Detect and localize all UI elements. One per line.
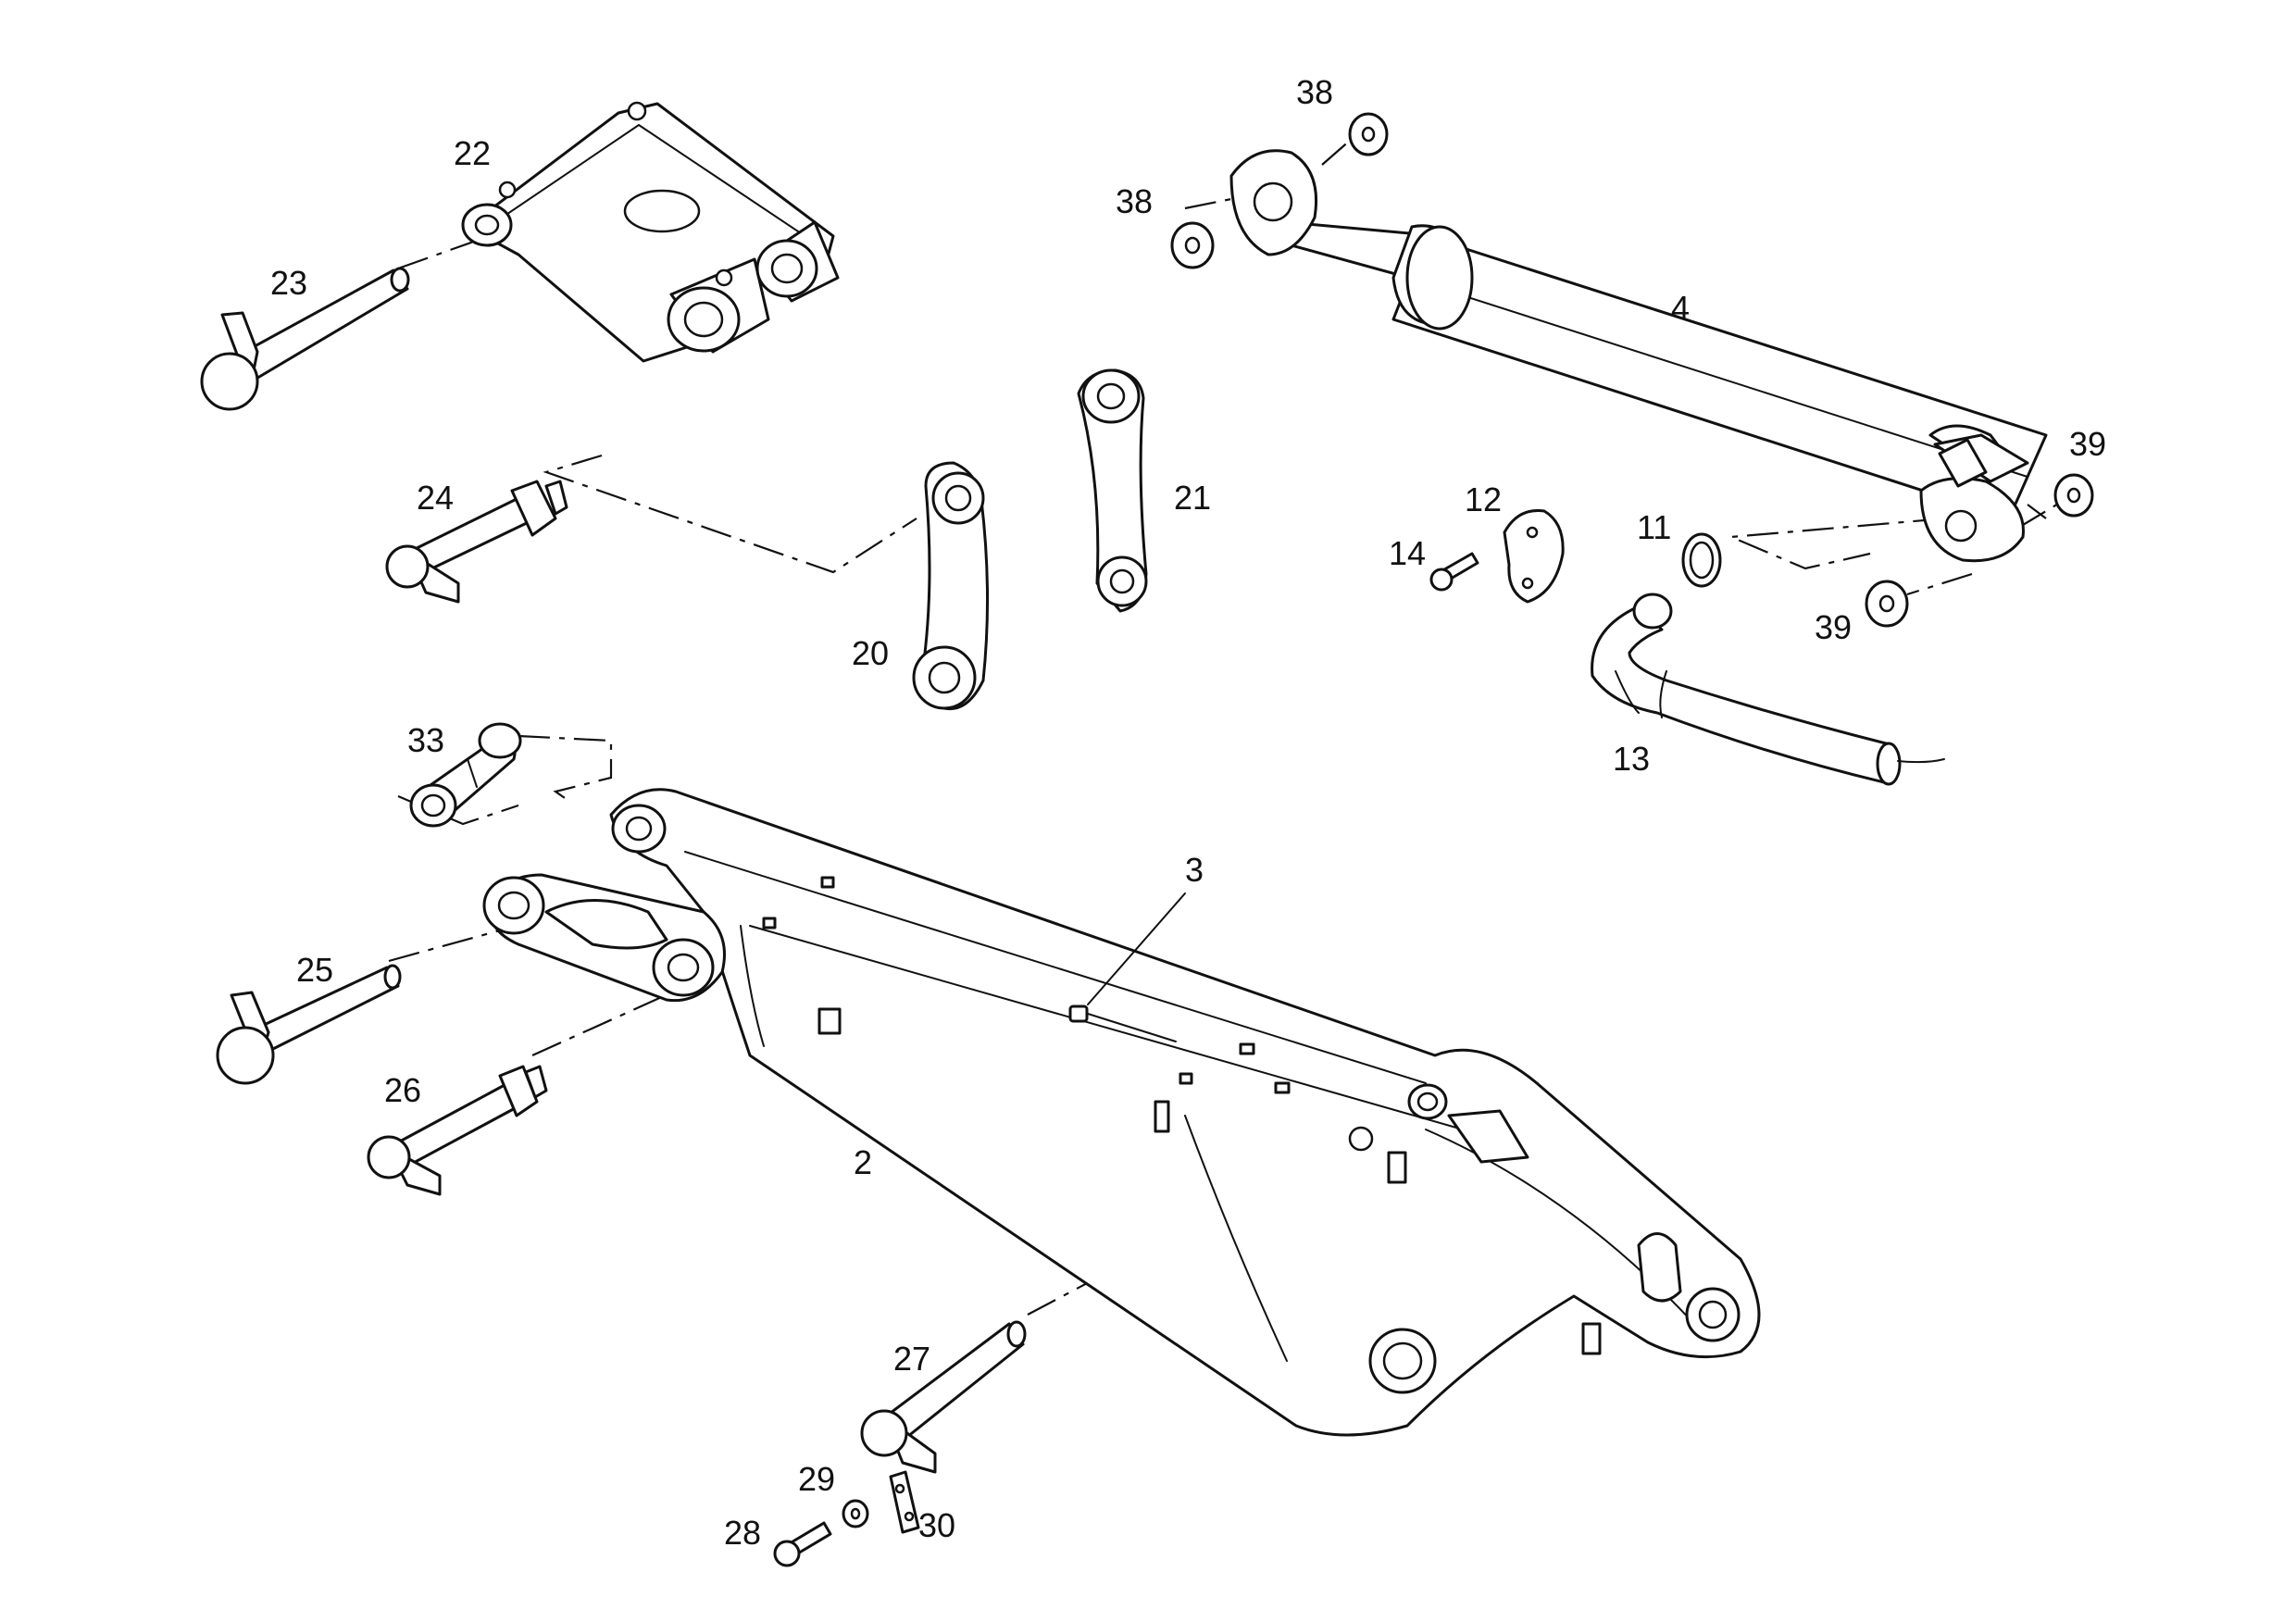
- washer-38-left: [1170, 221, 1215, 269]
- callout-4: 4: [1671, 289, 1690, 327]
- part-23-pin: [200, 267, 410, 411]
- callout-25: 25: [296, 951, 333, 989]
- part-27-pin: [860, 1320, 1027, 1474]
- part-33-bushing: [409, 722, 522, 828]
- part-4-hydraulic-cylinder: [1229, 149, 2048, 563]
- washers: [1170, 112, 2094, 628]
- callout-3: 3: [1185, 851, 1204, 889]
- callout-30: 30: [918, 1506, 955, 1544]
- callout-13: 13: [1613, 740, 1650, 778]
- callout-14: 14: [1389, 534, 1426, 572]
- callout-28: 28: [724, 1514, 761, 1552]
- part-20-link: [912, 461, 990, 711]
- washer-38-top: [1348, 112, 1389, 156]
- part-13-hose: [1591, 593, 1945, 786]
- callout-38-left: 38: [1116, 182, 1153, 220]
- part-28-bolt: [773, 1521, 832, 1567]
- washer-39-left: [1865, 580, 1909, 628]
- washer-39-right: [2053, 473, 2094, 518]
- callout-21: 21: [1174, 479, 1211, 517]
- leader-line-3: [1087, 892, 1186, 1005]
- callout-11: 11: [1637, 508, 1671, 546]
- callout-39-right: 39: [2069, 425, 2106, 463]
- callout-labels: 22 23 24 20 21 38 38 4 39 39 12 14 11 13…: [270, 73, 2106, 1552]
- part-2-boom-arm: [482, 788, 1761, 1437]
- callout-24: 24: [417, 479, 454, 517]
- callout-29: 29: [798, 1460, 835, 1498]
- part-29-washer: [842, 1499, 869, 1528]
- callout-12: 12: [1465, 480, 1502, 518]
- callout-20: 20: [852, 634, 889, 672]
- callout-26: 26: [384, 1071, 421, 1109]
- callout-2: 2: [854, 1143, 872, 1181]
- callout-23: 23: [270, 264, 307, 302]
- callout-38-top: 38: [1296, 73, 1333, 111]
- part-26-bolt: [367, 1065, 548, 1196]
- callout-33: 33: [407, 721, 444, 759]
- part-30-plate: [889, 1470, 920, 1534]
- part-21-link: [1077, 368, 1148, 613]
- callout-22: 22: [454, 134, 491, 172]
- callout-27: 27: [893, 1340, 930, 1378]
- part-14-screw: [1429, 552, 1479, 592]
- part-11-o-ring: [1681, 532, 1722, 588]
- part-22-bracket: [461, 101, 840, 363]
- part-24-bolt: [385, 480, 568, 604]
- part-12-clamp: [1503, 508, 1565, 604]
- callout-39-left: 39: [1815, 608, 1852, 646]
- part-25-pin: [216, 964, 402, 1085]
